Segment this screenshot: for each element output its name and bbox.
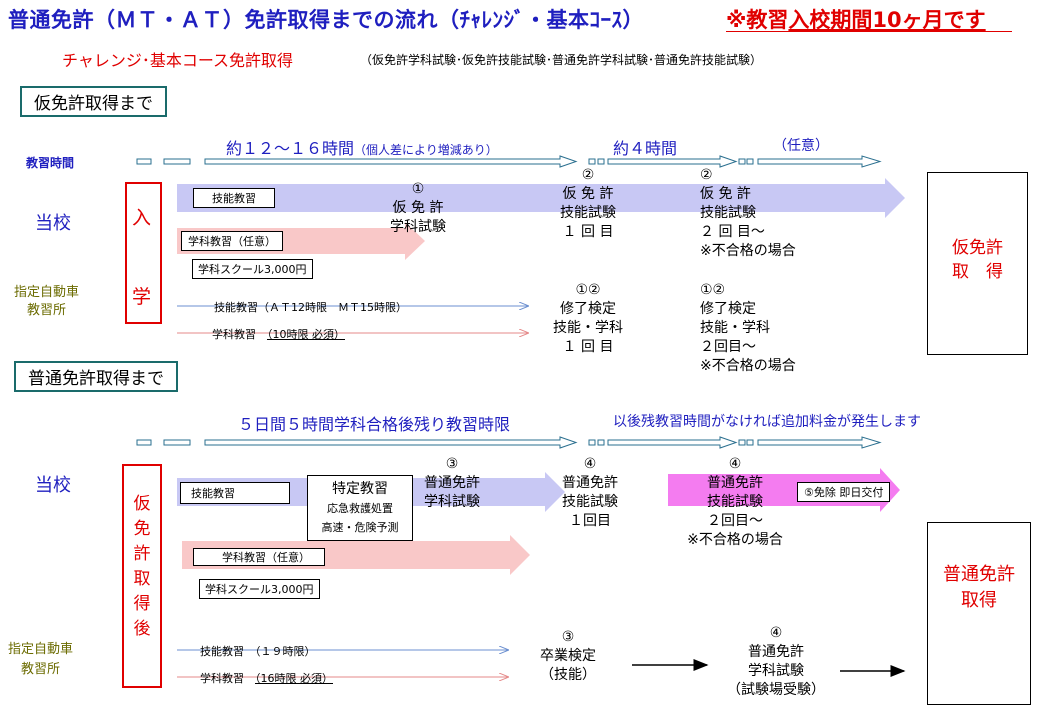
result-full: 普通免許 取得 <box>943 564 1015 611</box>
subtitle: チャレンジ･基本コース免許取得 <box>62 51 294 70</box>
school-skill-arrow <box>177 178 905 218</box>
row2-label-school: 当校 <box>35 475 71 496</box>
academic-lesson2-frame <box>193 548 325 566</box>
enrollment-box <box>125 182 162 324</box>
special-lesson-box <box>307 475 413 541</box>
ds-academic-required: （10時限 必須） <box>267 328 345 341</box>
enrollment-note-prefix: ※教習 <box>726 8 789 32</box>
step-1-provisional-academic: ① 仮 免 許 学科試験 <box>390 181 446 235</box>
section-label-full: 普通免許取得まで <box>14 361 178 392</box>
step-2-provisional-skill-retry: ② 仮 免 許 技能試験 ２ 回 目～ ※不合格の場合 <box>700 167 796 259</box>
special-lesson-title: 特定教習 <box>332 481 388 497</box>
page-title: 普通免許（ＭＴ・ＡＴ）免許取得までの流れ（ﾁｬﾚﾝｼﾞ・基本ｺｰｽ） <box>8 8 644 32</box>
timeline-dash <box>136 158 152 165</box>
enroll-char-1: 入 <box>132 207 152 229</box>
special-lesson-line1: 応急救護処置 <box>327 502 393 515</box>
timeline-dash <box>163 158 191 165</box>
row-label-hours: 教習時間 <box>26 156 75 170</box>
section-label-provisional: 仮免許取得まで <box>20 86 167 117</box>
timeline-1 <box>136 155 882 168</box>
step-2-provisional-skill-first: ② 仮 免 許 技能試験 １ 回 目 <box>560 167 616 240</box>
ds-skill-lesson-label: 技能教習（ＡＴ12時限 ＭＴ15時限） <box>214 301 407 314</box>
ds-academic-prefix: 学科教習 <box>212 328 267 341</box>
step-4-full-skill-first: ④ 普通免許 技能試験 １回目 <box>562 456 618 529</box>
step-4-full-skill-retry: ④ 普通免許 技能試験 ２回目～ ※不合格の場合 <box>687 456 783 548</box>
academic-school2-label: 学科スクール3,000円 <box>199 579 320 599</box>
hours-1-value: 約１２～１６時間 <box>226 139 355 158</box>
ds-academic-lesson-label: 学科教習 （10時限 必須） <box>212 326 345 342</box>
hours-1-note: （個人差により増減あり） <box>354 143 498 157</box>
hours-2: 約４時間 <box>613 139 678 158</box>
row2-label-driving-school: 指定自動車 教習所 <box>8 642 74 677</box>
special-lesson-line2: 高速・危険予測 <box>321 521 399 534</box>
provisional-box <box>122 464 162 688</box>
step-3-full-academic: ③ 普通免許 学科試験 <box>424 456 480 510</box>
step-5-exempt: ⑤免除 即日交付 <box>797 482 891 502</box>
result-box-full <box>927 522 1031 705</box>
skill-lesson-label: 技能教習 <box>193 188 275 208</box>
provisional-after-label: 仮 免 許 取 得 後 <box>133 494 151 639</box>
ds2-academic-lesson-label: 学科教習 （16時限 必須） <box>200 670 333 686</box>
hours-3: （任意） <box>773 138 829 154</box>
academic-lesson-label: 学科教習（任意） <box>181 231 283 251</box>
academic-school-label: 学科スクール3,000円 <box>192 259 313 279</box>
ds2-academic-required: （16時限 必須） <box>255 672 333 685</box>
ds2-step-4-academic: ④ 普通免許 学科試験 （試験場受験） <box>727 625 825 698</box>
result-provisional: 仮免許 取 得 <box>952 238 1003 282</box>
skill-lesson2-label: 技能教習 <box>180 482 290 504</box>
ds-step-12-first: ①② 修了検定 技能・学科 １ 回 目 <box>553 282 623 355</box>
subtitle-detail: （仮免許学科試験･仮免許技能試験･普通免許学科試験･普通免許技能試験） <box>360 53 763 67</box>
ds2-skill-lesson-label: 技能教習 （１９時限） <box>200 645 316 658</box>
enrollment-note-period: 入校期間10ヶ月です <box>788 8 986 32</box>
enroll-char-2: 学 <box>132 286 152 308</box>
row-label-school: 当校 <box>35 213 71 234</box>
timeline-2 <box>136 436 882 449</box>
title-underline <box>726 31 1012 32</box>
ds2-step-3-graduation: ③ 卒業検定 （技能） <box>540 629 596 683</box>
hours-1: 約１２～１６時間（個人差により増減あり） <box>226 135 498 159</box>
row-label-driving-school: 指定自動車 教習所 <box>14 285 80 318</box>
timeline-arrow <box>204 155 578 168</box>
hours-section2: ５日間５時間学科合格後残り教習時限 <box>238 415 511 434</box>
enrollment-note: ※教習入校期間10ヶ月です <box>726 4 986 34</box>
academic-lesson2-label: 学科教習（任意） <box>222 551 310 564</box>
ds2-academic-prefix: 学科教習 <box>200 672 255 685</box>
result-box-provisional <box>927 172 1028 355</box>
hours-section2-note: 以後残教習時間がなければ追加料金が発生します <box>613 414 921 430</box>
ds-step-12-retry: ①② 修了検定 技能・学科 ２回目～ ※不合格の場合 <box>700 282 796 374</box>
